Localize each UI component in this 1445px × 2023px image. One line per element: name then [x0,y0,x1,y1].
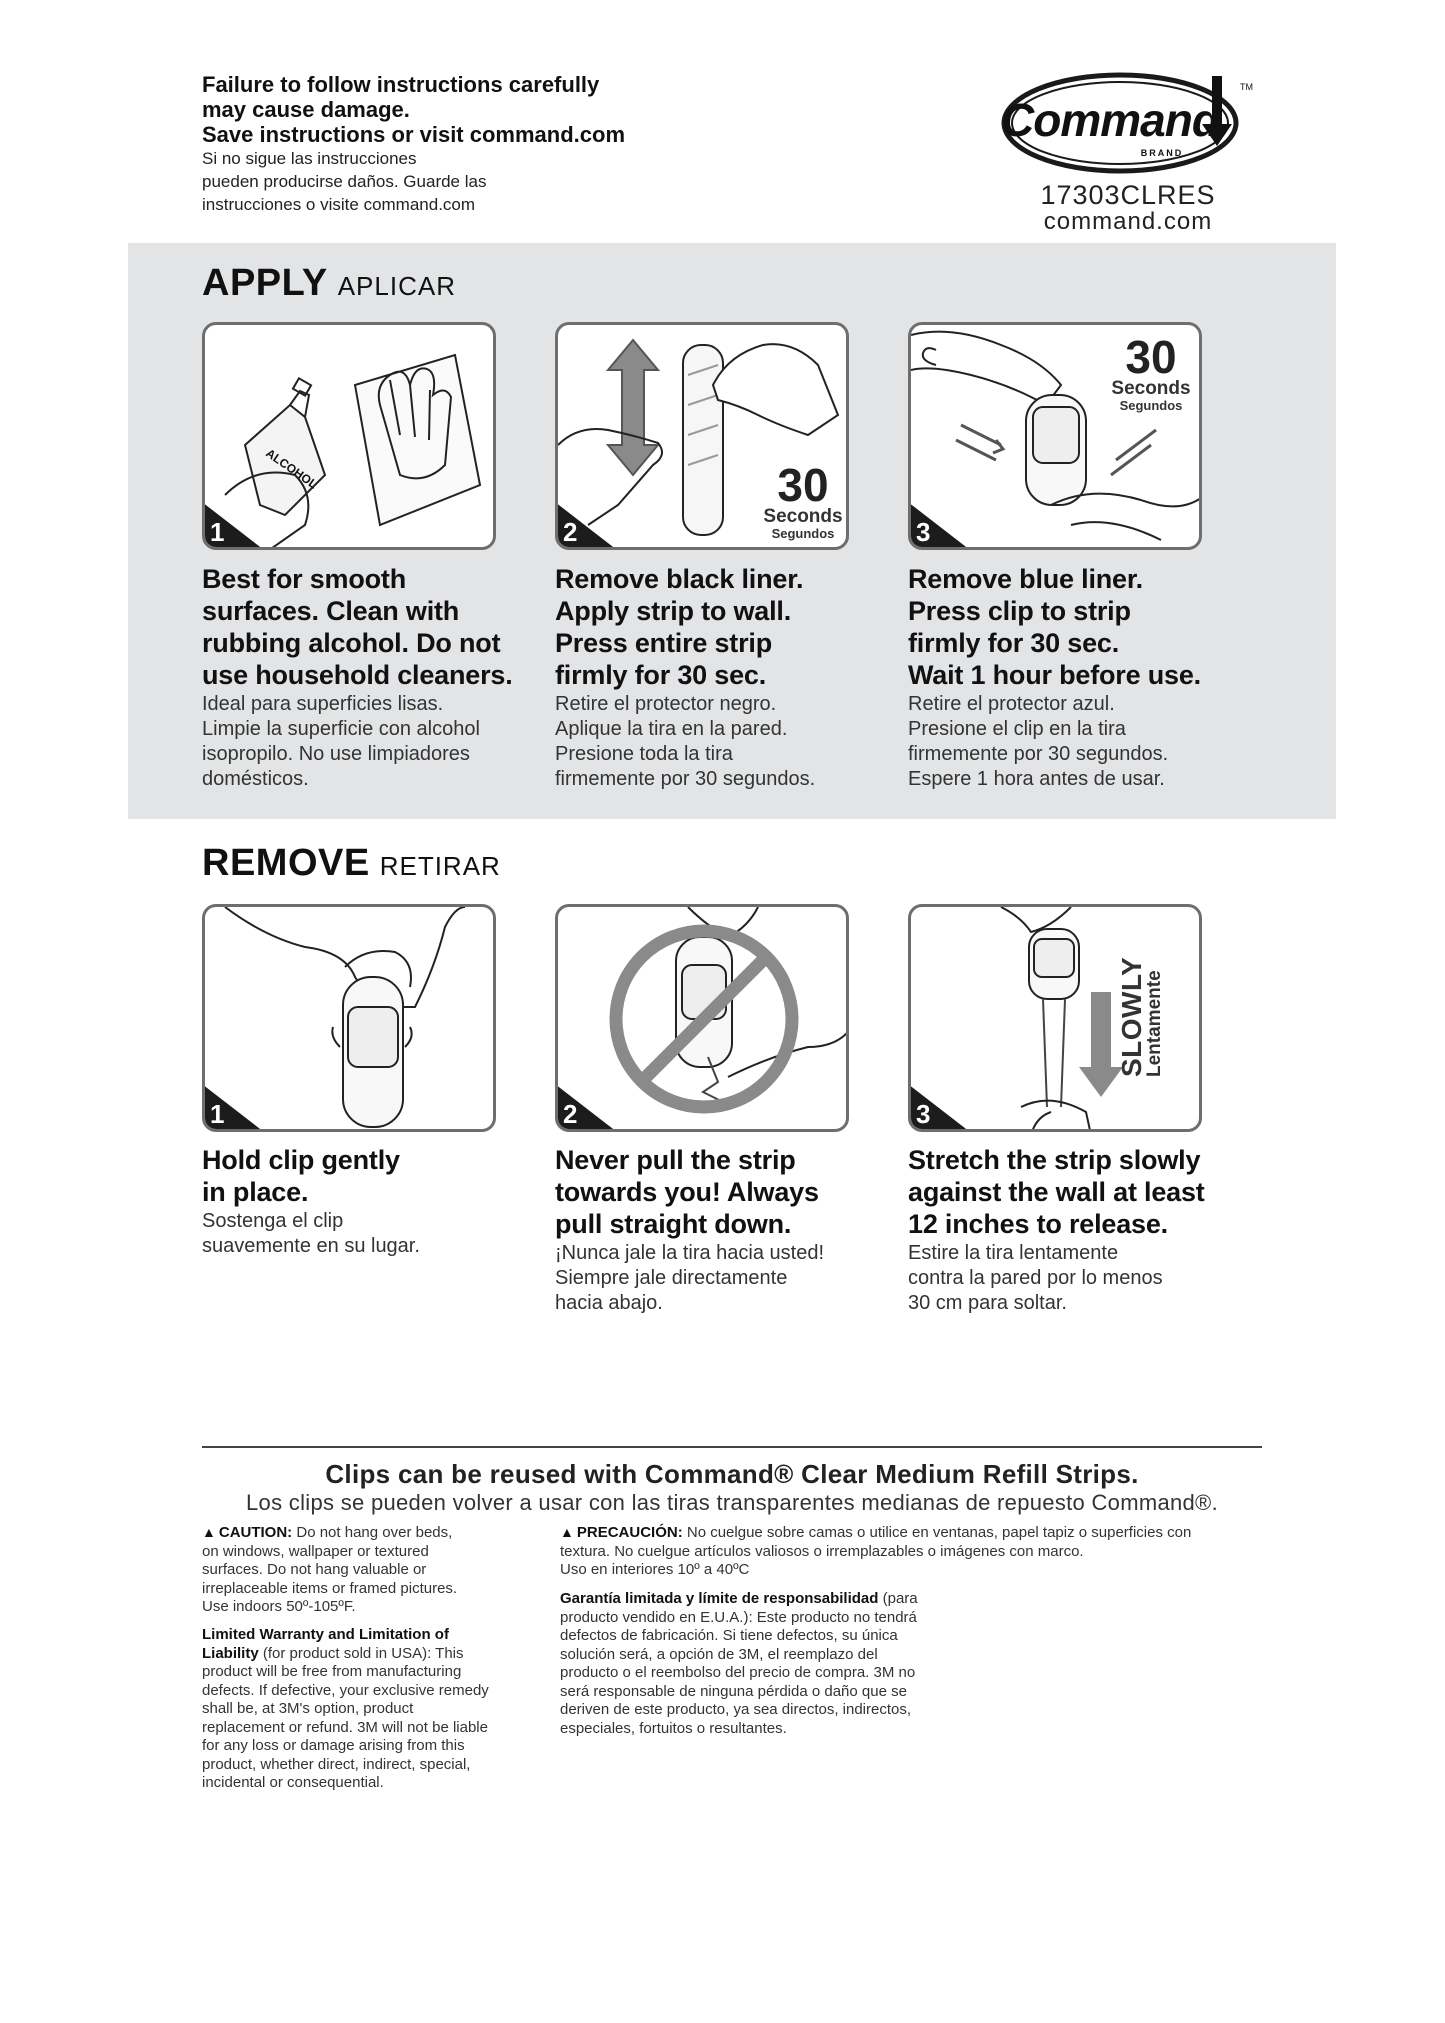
warning-en-line: Failure to follow instructions carefully [202,72,600,97]
up-down-arrow-icon [605,338,661,477]
warning-en-line: Save instructions or visit command.com [202,122,626,147]
remove-title: REMOVE RETIRAR [202,842,501,885]
text-es: Retire el protector azul.Presione el cli… [908,693,1169,790]
apply-step-2-text: Remove black liner.Apply strip to wall.P… [555,563,885,792]
warning-es-line: pueden producirse daños. Guarde las [202,172,487,191]
press-clip-illustration [911,330,1199,541]
text-es: ¡Nunca jale la tira hacia usted!Siempre … [555,1242,825,1314]
do-not-pull-illustration [609,907,846,1114]
slowly-en: SLOWLY [1116,956,1147,1077]
reuse-note-en: Clips can be reused with Command® Clear … [325,1459,1139,1489]
warning-es-line: instrucciones o visite command.com [202,195,476,214]
command-logo: Command BRAND TM [1000,66,1256,180]
step-number: 3 [916,517,931,547]
footer-divider [202,1446,1262,1448]
reuse-note-es: Los clips se pueden volver a usar con la… [246,1490,1218,1515]
warning-en-line: may cause damage. [202,97,410,122]
prohibited-icon [609,924,799,1114]
stretch-strip-illustration [1000,907,1123,1129]
step-number: 1 [210,517,225,547]
slowly-es: Lentamente [1144,970,1165,1077]
step-number: 2 [563,1099,578,1129]
logo-hook-icon [1202,76,1232,146]
slowly-label: SLOWLY Lentamente [1116,917,1166,1077]
sku-number: 17303CLRES [1040,180,1216,210]
timer-segundos: Segundos [1119,398,1183,413]
down-arrow-icon [1079,992,1123,1097]
apply-title-es: APLICAR [337,271,456,301]
step-number: 2 [563,517,578,547]
precaucion-es: ▲PRECAUCIÓN: No cuelgue sobre camas o ut… [560,1524,1192,1578]
timer-segundos: Segundos [771,526,835,541]
warning-es-line: Si no sigue las instrucciones [202,149,417,168]
warning-icon: ▲ [202,1524,216,1540]
timer-seconds: Seconds [763,506,843,527]
apply-strip-illustration [558,338,840,536]
warranty-en: Limited Warranty and Limitation of Liabi… [202,1626,489,1791]
text-en: Remove black liner.Apply strip to wall.P… [555,564,804,690]
remove-title-es: RETIRAR [379,851,501,881]
apply-step-1-illustration: ALCOHOL 1 [202,322,496,550]
remove-title-en: REMOVE [202,842,370,884]
garantia-es: Garantía limitada y límite de responsabi… [560,1590,918,1737]
timer-seconds: Seconds [1111,378,1191,399]
step-number: 3 [916,1099,931,1129]
apply-title: APPLY APLICAR [202,262,456,305]
timer-badge: 30 Seconds Segundos [1101,331,1199,413]
apply-title-en: APPLY [202,262,328,304]
caution-en: ▲CAUTION: Do not hang over beds, on wind… [202,1524,458,1615]
remove-step-1-illustration: 1 [202,904,496,1132]
text-es: Retire el protector negro.Aplique la tir… [555,693,816,790]
timer-number: 30 [777,459,829,511]
step-number: 1 [210,1099,225,1129]
text-es: Ideal para superficies lisas.Limpie la s… [202,693,480,790]
logo-brand-sub: BRAND [1141,148,1184,158]
warning-icon: ▲ [560,1524,574,1540]
apply-step-3-illustration: 30 Seconds Segundos 3 [908,322,1202,550]
brand-url: command.com [1043,208,1213,235]
logo-tm: TM [1240,82,1253,92]
remove-step-3-illustration: SLOWLY Lentamente 3 [908,904,1202,1132]
logo-wordmark: Command [1001,94,1221,146]
apply-step-2-illustration: 30 Seconds Segundos 2 [555,322,849,550]
hold-clip-illustration [224,907,466,1128]
timer-badge: 30 Seconds Segundos [753,459,846,541]
header-warning: Failure to follow instructions carefully… [202,72,762,216]
remove-step-2-illustration: 2 [555,904,849,1132]
timer-number: 30 [1125,331,1177,383]
